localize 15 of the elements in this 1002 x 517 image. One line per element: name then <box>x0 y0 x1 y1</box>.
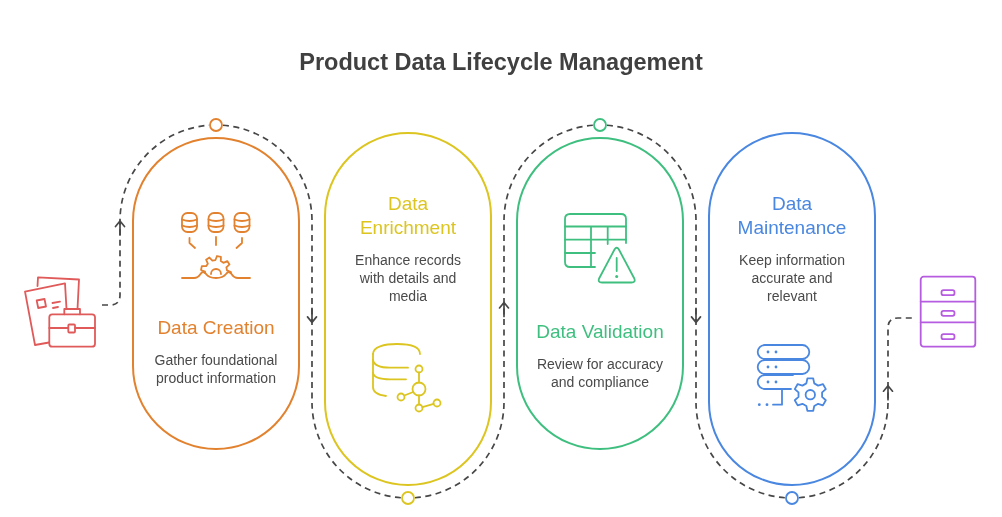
stage-pill <box>132 137 300 450</box>
stage-title: Data Enrichment <box>358 192 458 240</box>
stage-title: Data Creation <box>156 316 276 340</box>
stage-description: Enhance records with details and media <box>354 251 462 305</box>
stage-description: Gather foundational product information <box>153 351 279 387</box>
stage-pill <box>516 137 684 450</box>
stage-title: Data Validation <box>535 320 665 344</box>
filing-cabinet-icon <box>919 275 977 349</box>
stage-description: Review for accuracy and compliance <box>535 355 664 391</box>
stage-title: Data Maintenance <box>736 192 848 240</box>
diagram-title: Product Data Lifecycle Management <box>299 48 703 77</box>
stage-pill <box>708 132 876 486</box>
documents-briefcase-icon <box>24 275 98 349</box>
stage-pill <box>324 132 492 486</box>
stage-description: Keep information accurate and relevant <box>738 251 846 305</box>
